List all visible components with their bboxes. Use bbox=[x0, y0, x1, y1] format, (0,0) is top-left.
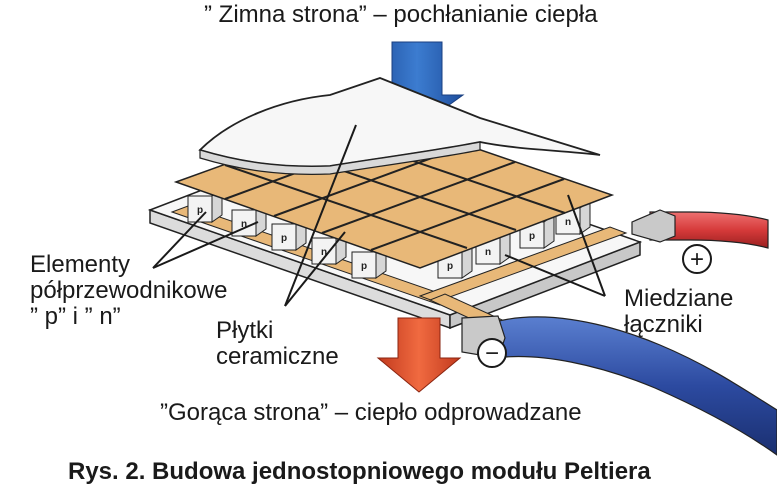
cube-letter: n bbox=[321, 247, 327, 258]
figure-caption: Rys. 2. Budowa jednostopniowego modułu P… bbox=[68, 458, 651, 485]
copper-label-line1: Miedziane bbox=[624, 285, 734, 312]
red-wire bbox=[631, 209, 769, 249]
ceramic-plates-label: Płytki ceramiczne bbox=[216, 318, 339, 370]
cube-letter: p bbox=[361, 261, 367, 272]
svg-text:+: + bbox=[690, 246, 704, 273]
semiconductor-label-line3: ” p” i ” n” bbox=[30, 302, 121, 330]
copper-label-line2: łączniki bbox=[624, 310, 703, 338]
hot-side-label: ”Gorąca strona” – ciepło odprowadzane bbox=[160, 399, 582, 426]
semiconductor-cube-n: n bbox=[555, 200, 591, 235]
ceramic-label-line2: ceramiczne bbox=[216, 342, 339, 370]
cold-side-label: ” Zimna strona” – pochłanianie ciepła bbox=[204, 1, 598, 28]
semiconductor-label-line1: Elementy bbox=[30, 251, 131, 278]
minus-terminal-icon: − bbox=[477, 338, 507, 368]
top-ceramic-plate bbox=[198, 77, 601, 175]
svg-text:−: − bbox=[485, 340, 499, 367]
cube-letter: p bbox=[281, 233, 287, 244]
cube-letter: p bbox=[447, 261, 453, 272]
copper-connectors-label: Miedziane łączniki bbox=[624, 286, 733, 338]
cube-letter: p bbox=[197, 205, 203, 216]
plus-terminal-icon: + bbox=[682, 244, 712, 274]
cube-letter: n bbox=[565, 217, 571, 228]
semiconductor-elements-label: Elementy półprzewodnikowe ” p” i ” n” bbox=[30, 252, 227, 330]
semiconductor-label-line2: półprzewodnikowe bbox=[30, 276, 228, 304]
cube-letter: n bbox=[485, 247, 491, 258]
hot-side-arrow bbox=[376, 317, 462, 393]
leader-lines bbox=[152, 124, 606, 307]
cube-letter: n bbox=[241, 219, 247, 230]
cube-letter: p bbox=[529, 231, 535, 242]
ceramic-label-line1: Płytki bbox=[216, 317, 274, 344]
